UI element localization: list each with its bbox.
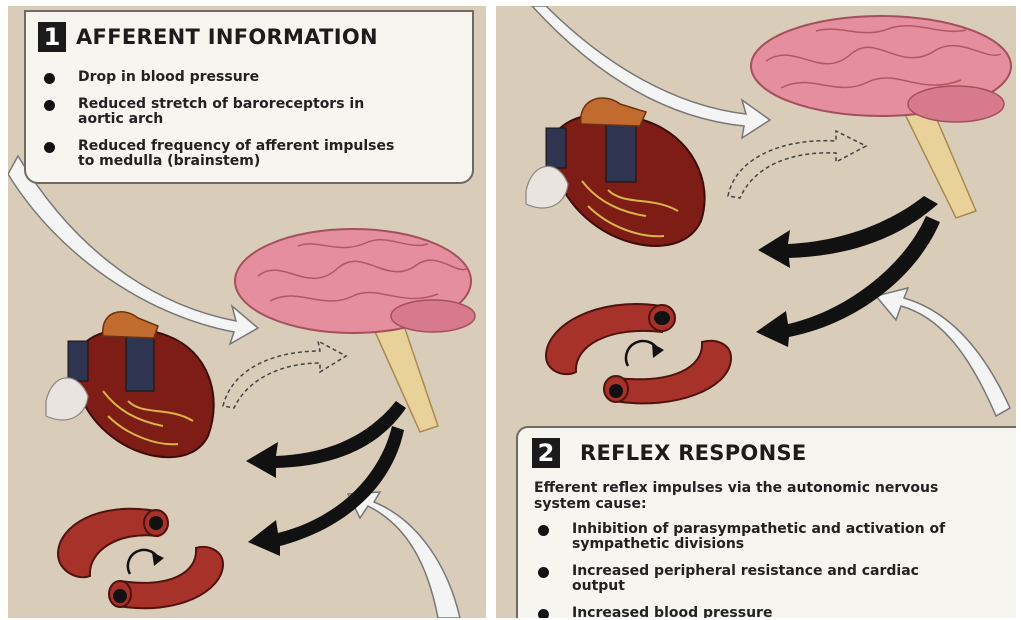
- reflex-intro: Efferent reflex impulses via the autonom…: [534, 480, 954, 512]
- step-number-1: 1: [38, 22, 66, 52]
- feedback-white-arrow-icon: [348, 492, 460, 618]
- reflex-list: Inhibition of parasympathetic and activa…: [532, 522, 972, 618]
- reflex-heading: 2 REFLEX RESPONSE: [532, 438, 807, 468]
- blood-vessel-lower-icon: [118, 547, 223, 608]
- blood-vessel-upper-icon: [58, 509, 158, 578]
- feedback-white-arrow-icon: [876, 288, 1010, 416]
- afferent-panel: 1 AFFERENT INFORMATION Drop in blood pre…: [8, 6, 486, 618]
- reflex-item: Increased blood pressure: [532, 606, 972, 618]
- reflex-item: Increased peripheral resistance and card…: [532, 564, 972, 594]
- step-number-2: 2: [532, 438, 560, 468]
- afferent-item: Reduced stretch of baroreceptors in aort…: [38, 97, 408, 127]
- afferent-item: Drop in blood pressure: [38, 70, 418, 85]
- blood-vessel-lower-icon: [614, 341, 731, 404]
- top-white-arrow-icon: [532, 6, 770, 138]
- afferent-item: Reduced frequency of afferent impulses t…: [38, 139, 408, 169]
- afferent-list: Drop in blood pressure Reduced stretch o…: [38, 70, 418, 169]
- dashed-afferent-arrow-icon: [728, 131, 866, 198]
- blood-vessel-upper-icon: [546, 304, 662, 374]
- heart-icon: [46, 312, 214, 457]
- reflex-panel: 2 REFLEX RESPONSE Efferent reflex impuls…: [496, 6, 1016, 618]
- afferent-heading: 1 AFFERENT INFORMATION: [38, 22, 378, 52]
- reflex-title: REFLEX RESPONSE: [580, 441, 807, 465]
- afferent-title: AFFERENT INFORMATION: [76, 25, 378, 49]
- dashed-afferent-arrow-icon: [223, 341, 346, 408]
- reflex-item: Inhibition of parasympathetic and activa…: [532, 522, 972, 552]
- heart-icon: [526, 98, 705, 246]
- reflex-text-box: 2 REFLEX RESPONSE Efferent reflex impuls…: [516, 426, 1016, 618]
- brain-icon: [235, 229, 475, 333]
- efferent-arrow-to-vessel-icon: [248, 426, 404, 556]
- brain-icon: [751, 16, 1011, 122]
- afferent-text-box: 1 AFFERENT INFORMATION Drop in blood pre…: [24, 10, 474, 184]
